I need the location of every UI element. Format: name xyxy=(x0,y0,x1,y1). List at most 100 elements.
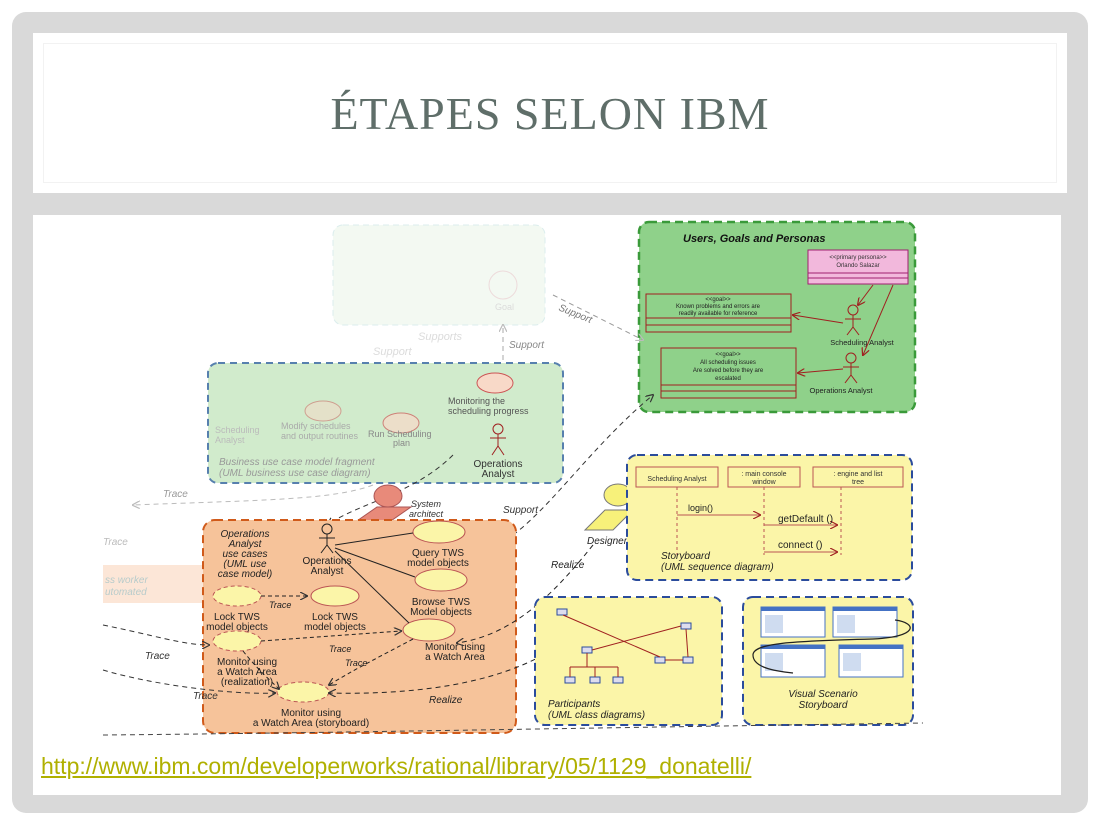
uc-header4: (UML use xyxy=(223,559,267,570)
realize-label-1: Realize xyxy=(551,560,585,571)
persona-stereo: <<primary persona>> xyxy=(829,255,887,261)
uc-lock-mid-1: Lock TWS xyxy=(312,612,358,623)
uc-monitor-real-1: Monitor using xyxy=(217,657,277,668)
lane-3b: tree xyxy=(852,479,864,486)
faded-support-label: Support xyxy=(373,346,412,358)
storyboard-caption-2: (UML sequence diagram) xyxy=(661,562,774,573)
faded-supports-label: Supports xyxy=(418,331,463,343)
bu-actor-name-b: Analyst xyxy=(482,469,515,480)
msg-connect: connect () xyxy=(778,540,822,551)
goal1-stereo: <<goal>> xyxy=(705,297,731,303)
bu-uc3: Modify schedules xyxy=(281,421,351,431)
slide-title: ÉTAPES SELON IBM xyxy=(330,87,770,139)
title-inner: ÉTAPES SELON IBM xyxy=(43,43,1057,183)
storyboard-caption-1: Storyboard xyxy=(661,551,710,562)
uc-story-2: a Watch Area (storyboard) xyxy=(253,718,369,729)
uc-actor-1: Operations xyxy=(303,556,352,567)
trace-label-2: Trace xyxy=(103,537,128,548)
uc-monitor-1: Monitor using xyxy=(425,642,485,653)
realize-label-2: Realize xyxy=(429,695,463,706)
uc-header5: case model) xyxy=(218,569,272,580)
screenshot-thumb-4 xyxy=(838,644,904,678)
trace-label-3: Trace xyxy=(269,600,291,610)
bu-uc3b: and output routines xyxy=(281,431,359,441)
support-label-top: Support xyxy=(557,303,595,327)
trace-label-6: Trace xyxy=(145,651,170,662)
bu-actor-icon xyxy=(490,423,506,456)
bu-caption1: Business use case model fragment xyxy=(219,457,376,468)
scheduling-analyst-actor-icon xyxy=(845,304,861,336)
lane-2b: window xyxy=(751,479,776,486)
storyboard-panel: Scheduling Analyst : main console window… xyxy=(626,454,913,581)
uc-actor-2: Analyst xyxy=(311,566,344,577)
goal1-line2: readily available for reference xyxy=(679,311,758,317)
title-box: ÉTAPES SELON IBM xyxy=(33,33,1067,193)
faded-goal-region: Goal Support Supports xyxy=(332,224,546,358)
bu-caption2: (UML business use case diagram) xyxy=(219,468,371,479)
uc-browse-2: Model objects xyxy=(410,607,472,618)
goal2-line2: Are solved before they are xyxy=(693,368,764,374)
uc-monitor-real-3: (realization) xyxy=(221,677,273,688)
trace-label-5: Trace xyxy=(345,658,367,668)
visual-caption-2: Storyboard xyxy=(799,700,848,711)
source-link[interactable]: http://www.ibm.com/developerworks/ration… xyxy=(41,753,752,779)
uc-query-2: model objects xyxy=(407,558,469,569)
use-case-model-panel: Operations Analyst use cases (UML use ca… xyxy=(202,519,517,734)
msg-getdefault: getDefault () xyxy=(778,514,833,525)
screenshot-thumb-2 xyxy=(832,606,898,638)
users-goals-panel: Users, Goals and Personas <<primary pers… xyxy=(637,220,917,414)
content-area: Goal Support Supports Monitoring the sch… xyxy=(33,215,1061,795)
visual-scenario-panel: Visual Scenario Storyboard xyxy=(742,596,914,726)
participants-caption-1: Participants xyxy=(548,699,600,710)
designer-role: Designer xyxy=(583,483,635,547)
system-architect-2: architect xyxy=(409,509,444,519)
designer-label: Designer xyxy=(587,536,628,547)
uc-lock-left-2: model objects xyxy=(206,622,268,633)
business-use-case-panel: Monitoring the scheduling progress Run S… xyxy=(207,362,564,484)
lane-1: Scheduling Analyst xyxy=(647,476,706,483)
operations-analyst-actor-icon xyxy=(843,352,859,384)
system-architect-role: System architect xyxy=(349,484,444,526)
goal2-stereo: <<goal>> xyxy=(715,352,741,358)
ibm-process-diagram: Goal Support Supports Monitoring the sch… xyxy=(102,220,924,736)
bu-uc2b: plan xyxy=(393,438,410,448)
lane-2: : main console xyxy=(741,471,786,478)
users-goals-title: Users, Goals and Personas xyxy=(683,233,825,245)
business-worker-line2: utomated xyxy=(105,587,147,598)
business-worker-line1: ss worker xyxy=(105,575,148,586)
uc-monitor-real-2: a Watch Area xyxy=(217,667,277,678)
visual-caption-1: Visual Scenario xyxy=(788,689,858,700)
uc-actor-icon xyxy=(319,523,335,554)
goal2-line3: escalated xyxy=(715,376,741,382)
system-architect-1: System xyxy=(411,499,442,509)
uc-monitor-2: a Watch Area xyxy=(425,652,485,663)
uc-story-1: Monitor using xyxy=(281,708,341,719)
bu-uc1: Monitoring the xyxy=(448,396,505,406)
faded-goal-label: Goal xyxy=(495,302,514,312)
lane-3: : engine and list xyxy=(833,471,882,478)
screenshot-thumb-3 xyxy=(760,644,826,678)
bu-uc4: Scheduling xyxy=(215,425,260,435)
bu-uc5: Analyst xyxy=(215,435,245,445)
screenshot-thumb-1 xyxy=(760,606,826,638)
uc-header3: use cases xyxy=(222,549,267,560)
bu-uc1b: scheduling progress xyxy=(448,406,529,416)
bu-actor-name: Operations xyxy=(474,459,523,470)
bu-uc2: Run Scheduling xyxy=(368,429,432,439)
msg-login: login() xyxy=(688,503,713,513)
uc-lock-mid-2: model objects xyxy=(304,622,366,633)
uc-query-1: Query TWS xyxy=(412,548,464,559)
participants-panel: Participants (UML class diagrams) xyxy=(534,596,723,726)
persona-name: Orlando Salazar xyxy=(836,263,879,269)
uc-browse-1: Browse TWS xyxy=(412,597,470,608)
goal2-line1: All scheduling issues xyxy=(700,360,756,366)
business-worker-fragment: ss worker utomated xyxy=(103,565,208,603)
actor-scheduling-analyst: Scheduling Analyst xyxy=(830,338,894,347)
uc-header2: Analyst xyxy=(228,539,263,550)
uc-lock-left-1: Lock TWS xyxy=(214,612,260,623)
participants-caption-2: (UML class diagrams) xyxy=(548,710,645,721)
actor-operations-analyst: Operations Analyst xyxy=(810,386,874,395)
support-label-mid: Support xyxy=(509,340,545,351)
trace-label-1: Trace xyxy=(163,489,188,500)
support-label-right: Support xyxy=(503,505,539,516)
